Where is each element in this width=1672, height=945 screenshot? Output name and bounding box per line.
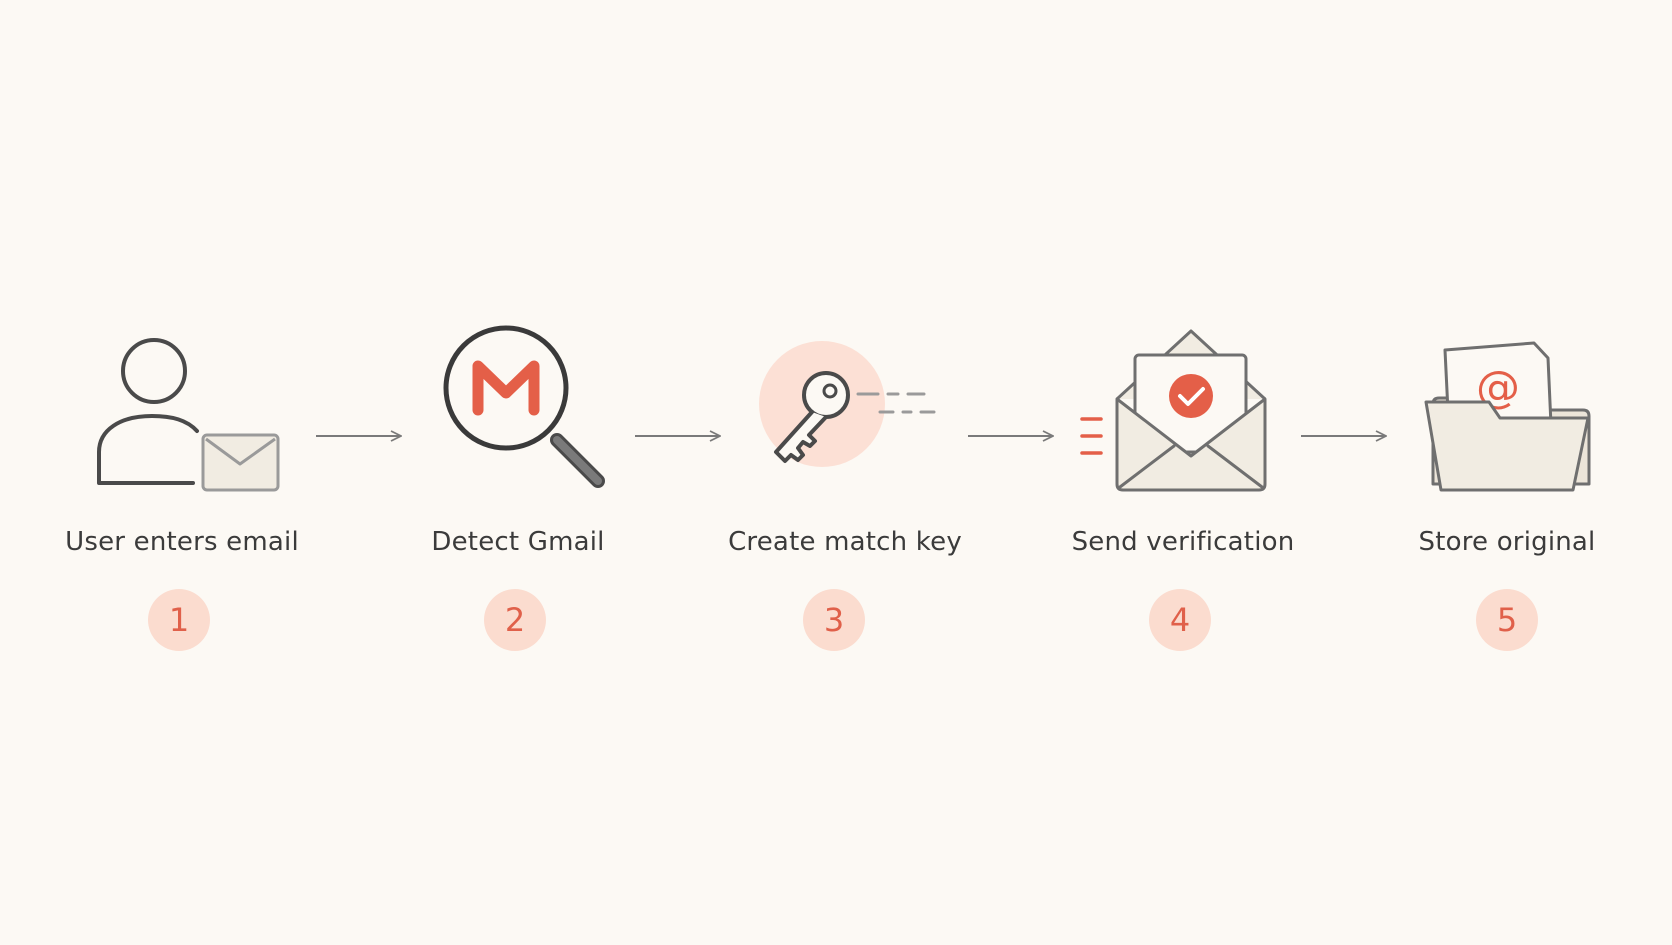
step-2-badge: 2 bbox=[484, 589, 546, 651]
step-3-badge: 3 bbox=[803, 589, 865, 651]
folder-at-icon: @ bbox=[1424, 341, 1591, 492]
gmail-m-icon bbox=[472, 360, 540, 416]
step-1-badge: 1 bbox=[148, 589, 210, 651]
step-4-label: Send verification bbox=[1071, 527, 1295, 557]
step-5-label: Store original bbox=[1418, 527, 1596, 557]
key-icon bbox=[759, 341, 936, 467]
step-4-badge: 4 bbox=[1149, 589, 1211, 651]
user-icon bbox=[97, 338, 199, 485]
step-5-badge: 5 bbox=[1476, 589, 1538, 651]
step-2-label: Detect Gmail bbox=[431, 527, 605, 557]
gmail-magnifier-icon bbox=[443, 325, 605, 488]
envelope-icon bbox=[201, 433, 280, 492]
user-with-envelope-icon bbox=[97, 338, 280, 492]
step-3-label: Create match key bbox=[728, 527, 962, 557]
motion-lines-icon bbox=[1080, 417, 1103, 455]
envelope-check-icon bbox=[1080, 329, 1267, 492]
step-1-label: User enters email bbox=[65, 527, 299, 557]
